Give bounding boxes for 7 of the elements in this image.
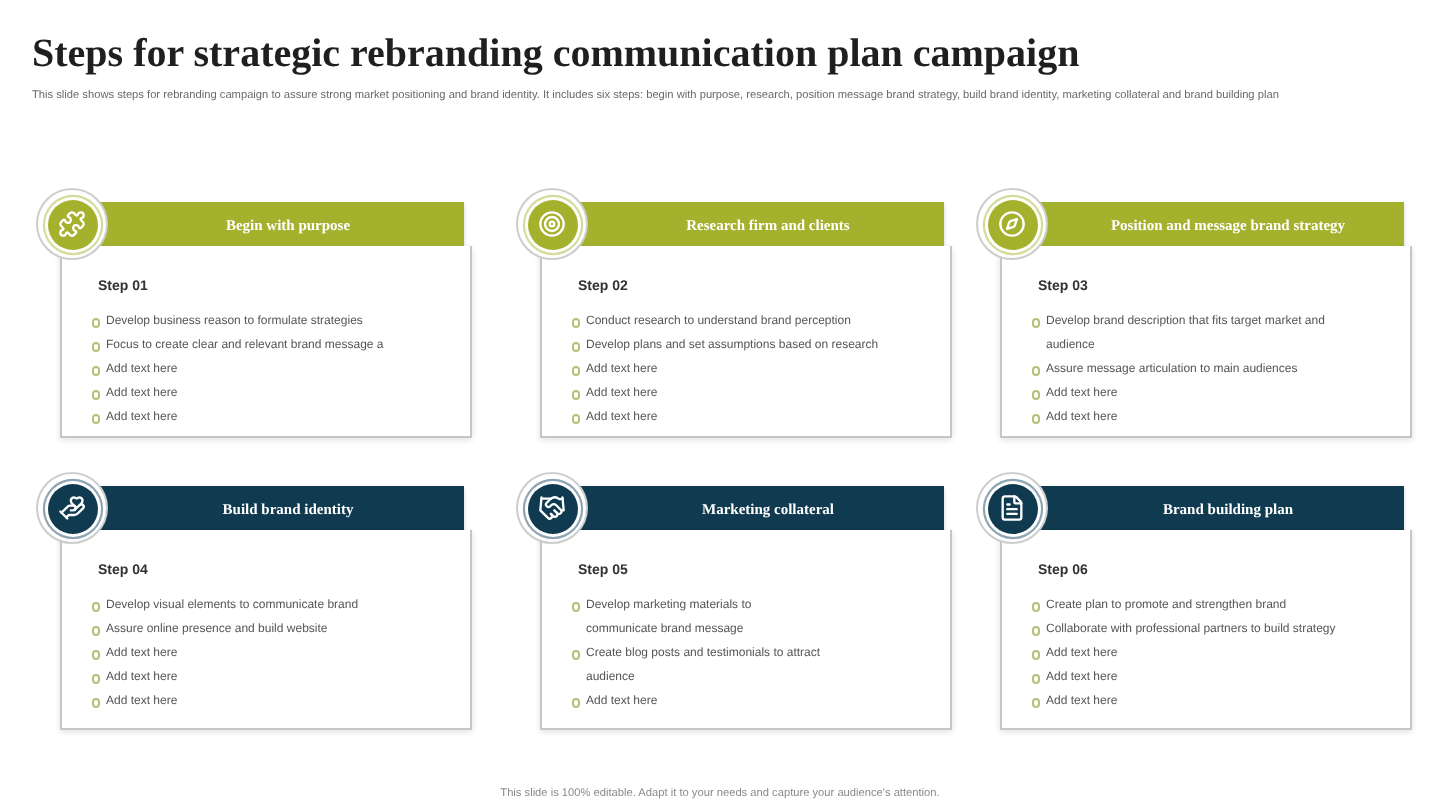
step-card [60, 530, 472, 730]
step-card [1000, 530, 1412, 730]
step-card [540, 530, 952, 730]
step-card [60, 246, 472, 438]
slide-title: Steps for strategic rebranding communication plan campaign [32, 30, 1080, 80]
step-card [1000, 246, 1412, 438]
step-card [540, 246, 952, 438]
